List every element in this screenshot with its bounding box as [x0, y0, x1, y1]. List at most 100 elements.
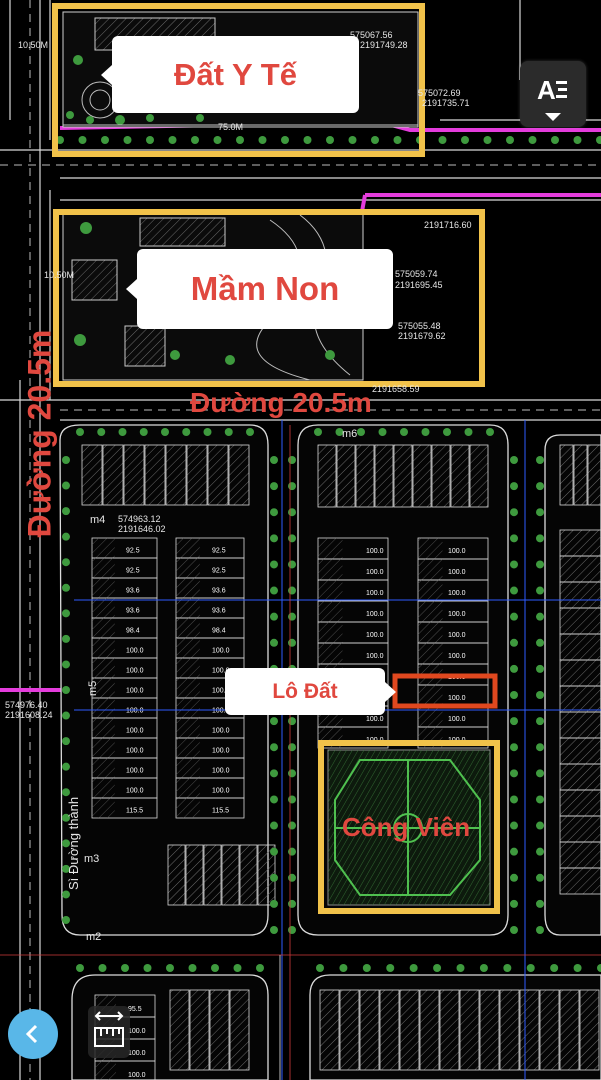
tree-icon — [146, 136, 154, 144]
lot-parcel — [450, 444, 470, 508]
lot-area: 100.0 — [126, 727, 144, 734]
lot-area: 100.0 — [448, 695, 466, 702]
lot-area: 100.0 — [126, 767, 144, 774]
tree-icon — [76, 964, 84, 972]
coord-label: 2191716.60 — [424, 220, 472, 230]
lot-area: 100.0 — [126, 647, 144, 654]
marker-label: m3 — [84, 853, 99, 865]
lot-area: 100.0 — [128, 1050, 146, 1057]
tree-icon — [62, 686, 70, 694]
lot-area: 100.0 — [448, 632, 466, 639]
coordinate-labels: 575067.56 2191749.28 575072.69 2191735.7… — [5, 30, 472, 720]
lot-parcel — [374, 444, 394, 508]
lot-area: 100.0 — [128, 1072, 146, 1079]
marker-label: m5 — [87, 681, 99, 696]
tree-icon — [510, 691, 518, 699]
tree-markers — [56, 136, 601, 972]
tree-icon — [573, 964, 582, 972]
tree-icon — [400, 428, 408, 436]
tree-icon — [510, 926, 518, 934]
tree-icon — [536, 508, 544, 517]
lot-area: 100.0 — [126, 667, 144, 674]
health-land-highlight — [52, 3, 425, 157]
vertical-street-text: Sì Đường thành — [66, 797, 81, 890]
tree-icon — [98, 964, 107, 972]
tree-icon — [270, 586, 278, 595]
tree-icon — [121, 964, 129, 972]
back-button[interactable] — [8, 1009, 58, 1059]
tree-icon — [288, 847, 296, 856]
tree-icon — [536, 926, 544, 934]
tree-icon — [288, 508, 296, 517]
tree-icon — [288, 743, 296, 752]
tree-icon — [270, 482, 278, 491]
lot-area: 100.0 — [212, 787, 230, 794]
tree-icon — [393, 136, 402, 144]
coord-label: 2191735.71 — [422, 98, 470, 108]
tree-icon — [510, 769, 518, 778]
tree-icon — [62, 762, 70, 771]
tree-icon — [270, 926, 278, 934]
tree-icon — [510, 586, 518, 595]
tree-icon — [536, 482, 544, 491]
lot-parcel — [336, 444, 356, 508]
lot-parcel — [186, 444, 208, 506]
tree-icon — [551, 136, 559, 144]
tree-icon — [510, 638, 518, 647]
tree-icon — [62, 839, 70, 848]
tree-icon — [62, 916, 70, 924]
lot-area: 92.5 — [212, 547, 226, 554]
tree-icon — [288, 482, 296, 491]
tree-icon — [270, 456, 278, 464]
lot-area: 92.5 — [126, 547, 140, 554]
tree-icon — [168, 136, 177, 144]
lot-parcel — [355, 444, 375, 508]
lot-area: 100.0 — [366, 590, 384, 597]
tree-icon — [62, 532, 70, 541]
lot-parcel — [165, 444, 187, 506]
right-lot-block — [544, 434, 601, 936]
road-top-label: Đường 20.5m — [190, 387, 372, 418]
tree-icon — [536, 691, 544, 699]
tree-icon — [288, 456, 296, 464]
lot-callout: Lô Đất — [225, 668, 396, 715]
coord-label: 575055.48 — [398, 321, 441, 331]
tree-icon — [161, 428, 169, 436]
tree-icon — [536, 769, 544, 778]
tree-icon — [281, 136, 289, 144]
tree-icon — [256, 964, 264, 972]
lot-area: 115.5 — [212, 807, 229, 814]
tree-icon — [536, 821, 544, 830]
tree-icon — [101, 136, 109, 144]
text-toggle-button[interactable]: A — [520, 61, 586, 127]
highlight-boxes — [52, 3, 500, 914]
tree-icon — [97, 428, 106, 436]
lot-parcel — [393, 444, 413, 508]
coord-label: 575067.56 — [350, 30, 393, 40]
tree-icon — [288, 534, 296, 543]
tree-icon — [536, 795, 544, 804]
tree-icon — [62, 660, 70, 669]
tree-icon — [536, 664, 544, 673]
lot-parcel — [185, 844, 204, 906]
tree-icon — [166, 964, 174, 972]
tree-icon — [62, 890, 70, 899]
tree-icon — [536, 717, 544, 726]
tree-icon — [270, 560, 278, 569]
chevron-left-icon — [25, 1024, 38, 1044]
tree-icon — [348, 136, 357, 144]
tree-icon — [143, 964, 152, 972]
measure-button[interactable] — [88, 1006, 130, 1058]
svg-text:A: A — [537, 75, 556, 105]
tree-icon — [288, 769, 296, 778]
lot-area: 100.0 — [448, 590, 466, 597]
tree-icon — [270, 873, 278, 882]
tree-icon — [314, 428, 322, 436]
tree-icon — [270, 769, 278, 778]
lot-area: 100.0 — [366, 548, 384, 555]
tree-icon — [443, 428, 451, 436]
tree-icon — [288, 560, 296, 569]
tree-icon — [536, 612, 544, 621]
